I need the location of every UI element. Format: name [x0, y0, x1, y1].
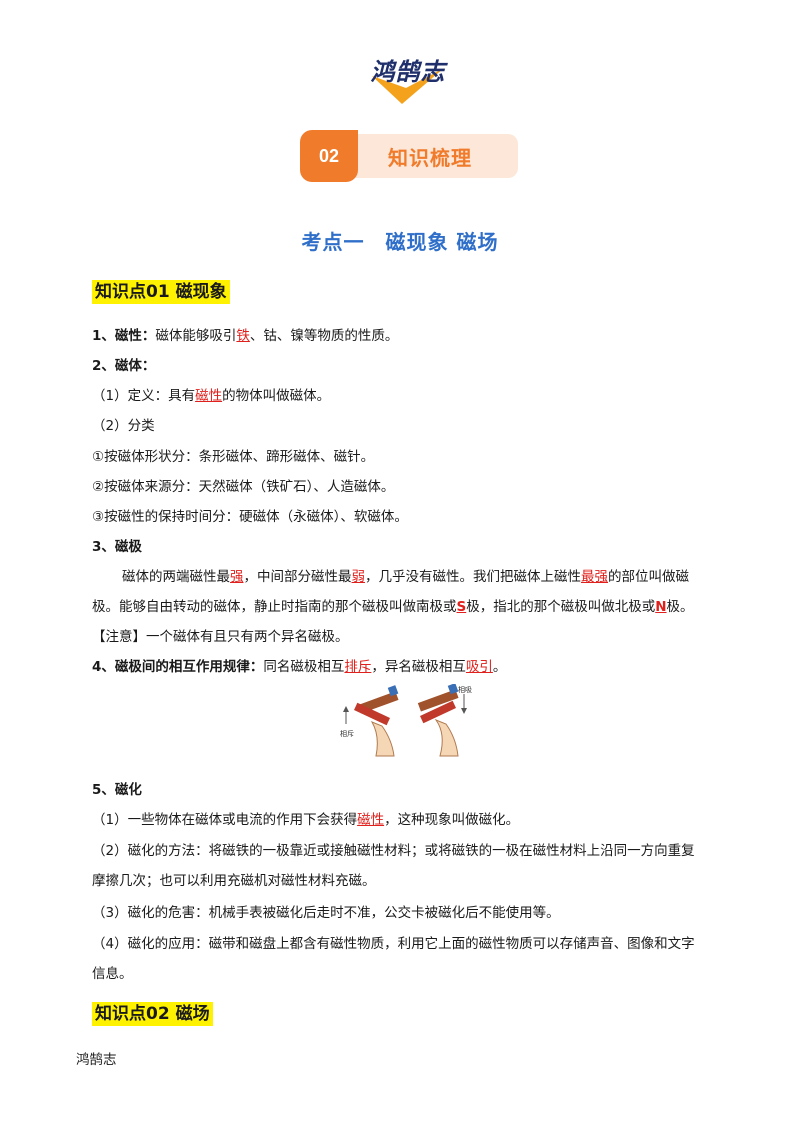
text-segment: 的部位叫做磁	[608, 569, 689, 585]
paragraph-text: 信息。	[92, 966, 133, 982]
logo-text: 鸿鹄志	[370, 58, 446, 86]
section-title: 考点一 磁现象 磁场	[301, 230, 499, 254]
note-text: 【注意】一个磁体有且只有两个异名磁极。	[92, 629, 349, 645]
page-footer: 鸿鹄志	[76, 1052, 117, 1068]
text-segment: 同名磁极相互	[263, 659, 345, 675]
attract-magnets: 相吸	[417, 684, 472, 757]
answer-blank: 铁	[236, 328, 250, 344]
text-segment: 、钴、镍等物质的性质。	[249, 328, 399, 344]
repel-label: 相斥	[340, 729, 354, 738]
paragraph-interaction-rule: 4、磁极间的相互作用规律：同名磁极相互排斥，异名磁极相互吸引。	[92, 657, 506, 677]
brand-logo: 鸿鹄志	[352, 48, 464, 108]
text-segment: 磁体能够吸引	[155, 328, 237, 344]
paragraph-label: 3、磁极	[92, 539, 142, 555]
text-segment: ，这种现象叫做磁化。	[384, 812, 520, 828]
paragraph-text: （2）分类	[92, 418, 155, 434]
paragraph-text: ③按磁性的保持时间分：硬磁体（永磁体）、软磁体。	[92, 509, 408, 525]
answer-blank: N	[655, 599, 667, 615]
text-segment: ，异名磁极相互	[371, 659, 466, 675]
paragraph-label: 1、磁性：	[92, 328, 156, 344]
text-segment: （1）定义：具有	[92, 388, 196, 404]
answer-blank: S	[456, 599, 467, 615]
text-segment: ，中间部分磁性最	[243, 569, 352, 585]
answer-blank: 强	[230, 569, 244, 585]
checkmark-icon	[372, 68, 444, 104]
answer-blank: 排斥	[344, 659, 372, 675]
paragraph-text: （3）磁化的危害：机械手表被磁化后走时不准，公交卡被磁化后不能使用等。	[92, 905, 560, 921]
paragraph-magnetization-def: （1）一些物体在磁体或电流的作用下会获得磁性，这种现象叫做磁化。	[92, 810, 519, 830]
paragraph-text: 摩擦几次；也可以利用充磁机对磁性材料充磁。	[92, 873, 376, 889]
answer-blank: 最强	[581, 569, 608, 585]
paragraph-magnet-definition: （1）定义：具有磁性的物体叫做磁体。	[92, 386, 330, 406]
attract-label: 相吸	[458, 685, 472, 694]
paragraph-text: ②按磁体来源分：天然磁体（铁矿石）、人造磁体。	[92, 479, 395, 495]
knowledge-point-heading: 知识点01 磁现象	[92, 280, 230, 304]
banner-label: 知识梳理	[388, 146, 472, 170]
repel-magnets: 相斥	[340, 685, 399, 757]
text-segment: 极。	[666, 599, 694, 615]
text-segment: （1）一些物体在磁体或电流的作用下会获得	[92, 812, 358, 828]
knowledge-point-heading: 知识点02 磁场	[92, 1002, 213, 1026]
paragraph-poles-cont: 极。能够自由转动的磁体，静止时指南的那个磁极叫做南极或S极，指北的那个磁极叫做北…	[92, 597, 694, 617]
paragraph-magnetism: 1、磁性：磁体能够吸引铁、钴、镍等物质的性质。	[92, 326, 398, 346]
text-segment: 极，指北的那个磁极叫做北极或	[466, 599, 656, 615]
text-segment: 极。能够自由转动的磁体，静止时指南的那个磁极叫做南极或	[92, 599, 457, 615]
paragraph-text: （2）磁化的方法：将磁铁的一极靠近或接触磁性材料；或将磁铁的一极在磁性材料上沿同…	[92, 843, 695, 859]
section-banner: 02 知识梳理	[300, 130, 520, 182]
answer-blank: 磁性	[357, 812, 385, 828]
answer-blank: 弱	[351, 569, 366, 585]
banner-number: 02	[300, 130, 358, 182]
answer-blank: 磁性	[195, 388, 223, 404]
paragraph-label: 5、磁化	[92, 782, 142, 798]
paragraph-label: 4、磁极间的相互作用规律：	[92, 659, 264, 675]
answer-blank: 吸引	[465, 659, 493, 675]
banner-background	[330, 134, 518, 178]
text-segment: ，几乎没有磁性。我们把磁体上磁性	[365, 569, 581, 585]
text-segment: 的物体叫做磁体。	[222, 388, 331, 404]
text-segment: 磁体的两端磁性最	[122, 569, 230, 585]
paragraph-poles: 磁体的两端磁性最强，中间部分磁性最弱，几乎没有磁性。我们把磁体上磁性最强的部位叫…	[122, 567, 689, 587]
magnets-illustration: 相斥 相吸	[340, 684, 472, 757]
paragraph-label: 2、磁体：	[92, 358, 156, 374]
paragraph-text: （4）磁化的应用：磁带和磁盘上都含有磁性物质，利用它上面的磁性物质可以存储声音、…	[92, 936, 695, 952]
text-segment: 。	[492, 659, 507, 675]
paragraph-text: ①按磁体形状分：条形磁体、蹄形磁体、磁针。	[92, 449, 375, 465]
